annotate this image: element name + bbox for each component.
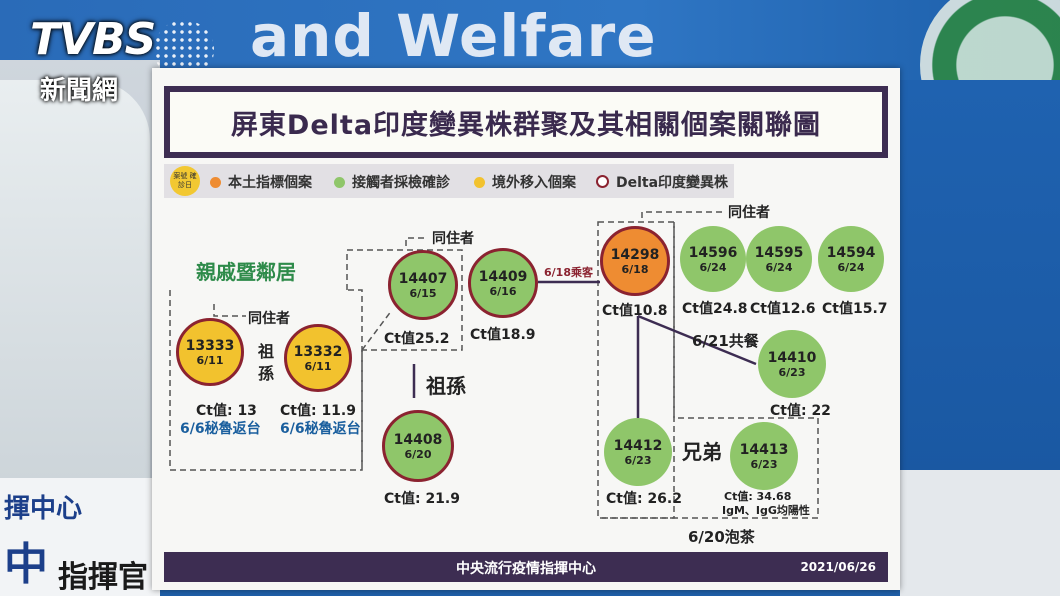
case-note-13332: 6/6秘魯返台 bbox=[280, 421, 361, 437]
bracket-cohab-right bbox=[641, 211, 722, 218]
logo-sub: 新聞網 bbox=[40, 76, 119, 106]
bracket-cohab-mid bbox=[405, 237, 428, 246]
label-tea: 6/20泡茶 bbox=[688, 528, 755, 546]
case-ct-14298: Ct值10.8 bbox=[602, 303, 668, 319]
legend-item-contact: 接觸者採檢確診 bbox=[334, 172, 450, 192]
backdrop-right bbox=[900, 80, 1060, 480]
label-cohab-right: 同住者 bbox=[728, 205, 770, 221]
tvbs-logo: TVBS 新聞網 bbox=[30, 14, 214, 114]
case-ct-14408: Ct值: 21.9 bbox=[384, 491, 460, 507]
legend-key: 案號 確診日 bbox=[170, 166, 200, 196]
case-ct-14596: Ct值24.8 bbox=[682, 301, 748, 317]
label-ride: 6/18乘客 bbox=[544, 266, 593, 279]
label-relatives: 親戚暨鄰居 bbox=[196, 260, 296, 284]
backdrop-right-lower bbox=[900, 470, 1060, 596]
label-grandparent: 祖孫 bbox=[426, 374, 466, 398]
plaque-text-1: 揮中心 bbox=[4, 494, 83, 524]
case-ct-14413: Ct值: 34.68 bbox=[724, 490, 792, 503]
title-bar: 屏東Delta印度變異株群聚及其相關個案關聯圖 bbox=[164, 86, 888, 158]
case-ct-14410: Ct值: 22 bbox=[770, 403, 831, 419]
link-14298-14410 bbox=[637, 314, 757, 366]
case-ct-14595: Ct值12.6 bbox=[750, 301, 816, 317]
wall-text: and Welfare bbox=[250, 2, 657, 70]
case-note-14413: IgM、IgG均陽性 bbox=[722, 504, 810, 517]
cluster-board: 屏東Delta印度變異株群聚及其相關個案關聯圖 案號 確診日 本土指標個案 接觸… bbox=[152, 68, 900, 590]
relatives-box-top bbox=[346, 249, 463, 351]
label-grand-2: 孫 bbox=[258, 364, 275, 383]
case-ct-14594: Ct值15.7 bbox=[822, 301, 888, 317]
box-14298-right bbox=[598, 222, 819, 519]
name-plaque bbox=[0, 478, 160, 596]
speaker-silhouette bbox=[0, 80, 150, 480]
case-ct-14409: Ct值18.9 bbox=[470, 327, 536, 343]
legend-item-delta: Delta印度變異株 bbox=[596, 172, 728, 192]
case-note-13333: 6/6秘魯返台 bbox=[180, 421, 261, 437]
legend-item-imported: 境外移入個案 bbox=[474, 172, 576, 192]
footer-agency: 中央流行疫情指揮中心 bbox=[456, 561, 596, 577]
label-grand-1: 祖 bbox=[258, 342, 275, 361]
board-footer: 中央流行疫情指揮中心 2021/06/26 bbox=[164, 552, 888, 582]
plaque-text-2: 指揮官 bbox=[58, 560, 148, 595]
board-title: 屏東Delta印度變異株群聚及其相關個案關聯圖 bbox=[230, 109, 822, 141]
logo-brand: TVBS bbox=[30, 14, 156, 65]
legend-item-local: 本土指標個案 bbox=[210, 172, 312, 192]
case-ct-13333: Ct值: 13 bbox=[196, 403, 257, 419]
case-ct-14412: Ct值: 26.2 bbox=[606, 491, 682, 507]
case-ct-13332: Ct值: 11.9 bbox=[280, 403, 356, 419]
bracket-cohab-left bbox=[213, 304, 246, 317]
footer-date: 2021/06/26 bbox=[800, 560, 876, 574]
legend: 案號 確診日 本土指標個案 接觸者採檢確診 境外移入個案 Delta印度變異株 bbox=[164, 164, 734, 198]
label-brothers: 兄弟 bbox=[682, 440, 722, 464]
link-13332-14407 bbox=[361, 309, 393, 351]
relatives-box-left bbox=[169, 289, 363, 471]
plaque-text-big: 中 bbox=[4, 539, 48, 590]
case-ct-14407: Ct值25.2 bbox=[384, 331, 450, 347]
connector-lines bbox=[169, 211, 819, 519]
label-dinner: 6/21共餐 bbox=[692, 332, 759, 350]
label-cohab-mid: 同住者 bbox=[432, 231, 474, 247]
label-cohab-left: 同住者 bbox=[248, 311, 290, 327]
